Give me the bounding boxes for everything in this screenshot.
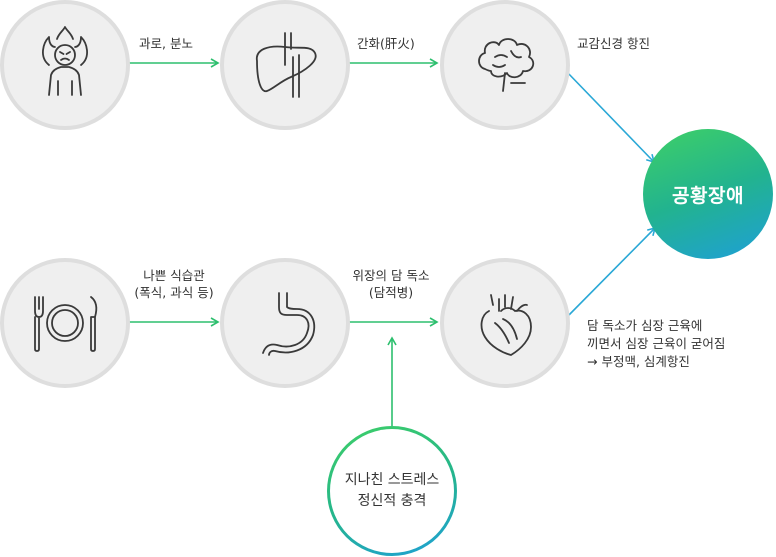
heart-icon — [480, 294, 532, 356]
angry-person-icon — [42, 26, 88, 96]
stress-cause-circle: 지나친 스트레스 정신적 충격 — [327, 426, 457, 556]
brain-icon — [478, 38, 535, 92]
edge-label-stomach-toxin-line2: (담적병) — [368, 285, 414, 300]
edge-label-heart-effect-line1: 담 독소가 심장 근육에 — [587, 318, 703, 333]
stress-label-line2: 정신적 충격 — [357, 493, 427, 509]
node-liver — [220, 0, 350, 130]
node-stomach — [220, 258, 350, 388]
arrow-heart-to-panic — [565, 226, 657, 319]
node-overwork-anger — [0, 0, 130, 130]
edge-label-overwork: 과로, 분노 — [139, 36, 193, 51]
stress-cause-inner: 지나친 스트레스 정신적 충격 — [330, 429, 454, 553]
arrow-brain-to-panic — [565, 70, 656, 164]
edge-label-stomach-toxin-line1: 위장의 담 독소 — [352, 268, 430, 283]
liver-icon — [256, 32, 317, 98]
edge-label-heart-effect: 담 독소가 심장 근육에 끼면서 심장 근육이 굳어짐 → 부정맥, 심계항진 — [587, 317, 725, 371]
edge-label-heart-effect-line3: → 부정맥, 심계항진 — [587, 354, 690, 369]
edge-label-bad-diet: 나쁜 식습관 (폭식, 과식 등) — [134, 267, 213, 301]
edge-label-heart-effect-line2: 끼면서 심장 근육이 굳어짐 — [587, 336, 726, 351]
panic-disorder-result: 공황장애 — [643, 129, 773, 259]
stress-label-line1: 지나친 스트레스 — [344, 472, 440, 488]
node-brain — [440, 0, 570, 130]
plate-utensils-icon — [34, 296, 98, 352]
node-heart — [440, 258, 570, 388]
edge-label-bad-diet-line1: 나쁜 식습관 — [143, 268, 205, 283]
edge-label-sympathetic: 교감신경 항진 — [577, 36, 650, 51]
edge-label-stomach-toxin: 위장의 담 독소 (담적병) — [353, 267, 430, 301]
result-label: 공황장애 — [672, 184, 744, 207]
edge-label-liver-fire: 간화(肝火) — [357, 36, 415, 51]
edge-label-bad-diet-line2: (폭식, 과식 등) — [134, 285, 214, 300]
node-bad-diet — [0, 258, 130, 388]
stomach-icon — [262, 292, 316, 356]
